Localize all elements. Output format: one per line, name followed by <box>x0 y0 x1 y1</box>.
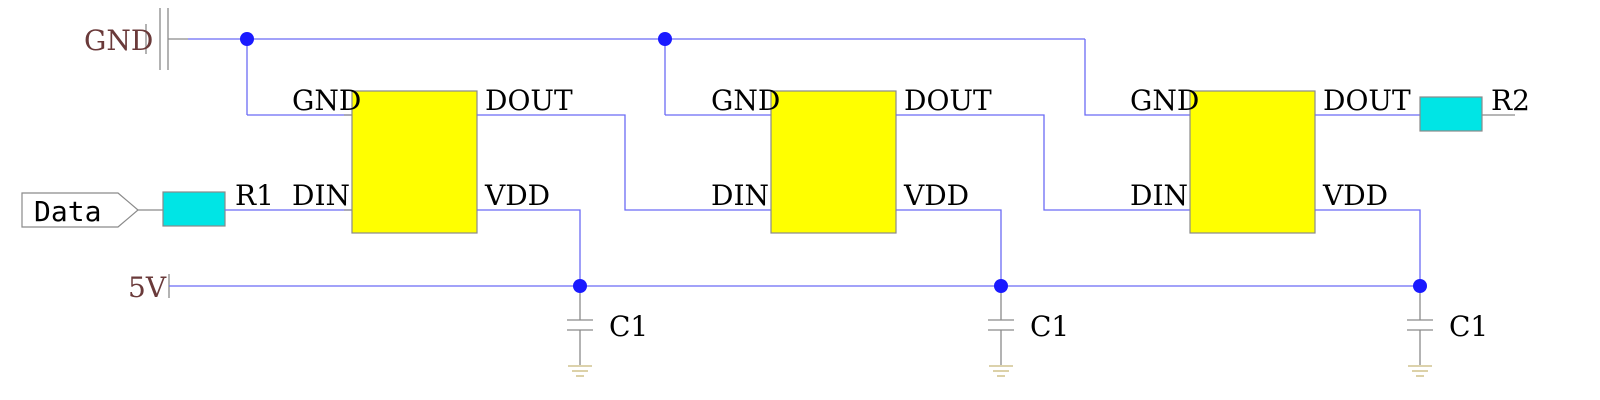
chip-2: GND DIN DOUT VDD <box>664 39 1190 286</box>
data-port-shape <box>21 192 139 228</box>
junction-vcc-2 <box>994 279 1008 293</box>
capacitor-1: C1 <box>567 286 648 377</box>
junction-vcc-1 <box>573 279 587 293</box>
resistor-r2-label: R2 <box>1491 84 1530 117</box>
data-port-label: Data <box>34 195 101 228</box>
capacitor-2: C1 <box>988 286 1069 377</box>
chip2-vdd-wire <box>896 209 1002 286</box>
chip3-vdd-wire <box>1315 209 1421 286</box>
junction-vcc-3 <box>1413 279 1427 293</box>
capacitor-3: C1 <box>1407 286 1488 377</box>
gnd-net-label: GND <box>84 24 153 57</box>
chip-3: GND DIN DOUT VDD <box>1084 39 1421 286</box>
cap1-label: C1 <box>609 310 648 343</box>
resistor-r2-group: R2 <box>1419 84 1530 132</box>
junctions <box>240 32 1427 293</box>
chip2-dout-label: DOUT <box>904 84 992 117</box>
chip2-vdd-label: VDD <box>903 179 969 212</box>
vcc-rail: 5V <box>128 271 1423 304</box>
chip2-gnd-label: GND <box>711 84 780 117</box>
cap2-label: C1 <box>1030 310 1069 343</box>
junction-gnd-1 <box>240 32 254 46</box>
junction-gnd-2 <box>658 32 672 46</box>
data-input: Data R1 <box>21 179 352 228</box>
cap3-label: C1 <box>1449 310 1488 343</box>
chip3-gnd-wire <box>1084 39 1190 116</box>
chip1-dout-label: DOUT <box>485 84 573 117</box>
chip3-vdd-label: VDD <box>1322 179 1388 212</box>
vcc-net-label: 5V <box>128 271 167 304</box>
resistor-r1 <box>162 191 226 227</box>
chip1-dout-to-chip2-din-wire <box>477 114 771 211</box>
chip1-vdd-label: VDD <box>484 179 550 212</box>
chip3-din-label: DIN <box>1130 179 1188 212</box>
chip1-gnd-label: GND <box>292 84 361 117</box>
chip1-body <box>351 90 478 234</box>
chip3-dout-label: DOUT <box>1323 84 1411 117</box>
chip3-gnd-label: GND <box>1130 84 1199 117</box>
chip-1: GND DIN DOUT VDD <box>246 39 771 286</box>
chip2-body <box>770 90 897 234</box>
resistor-r1-label: R1 <box>235 179 274 212</box>
gnd-rail: GND <box>84 8 1085 70</box>
chip3-body <box>1189 90 1316 234</box>
resistor-r2 <box>1419 96 1483 132</box>
chip1-vdd-wire <box>477 209 581 286</box>
chip1-din-label: DIN <box>292 179 350 212</box>
chip2-dout-to-chip3-din-wire <box>896 114 1190 211</box>
chip2-din-label: DIN <box>711 179 769 212</box>
